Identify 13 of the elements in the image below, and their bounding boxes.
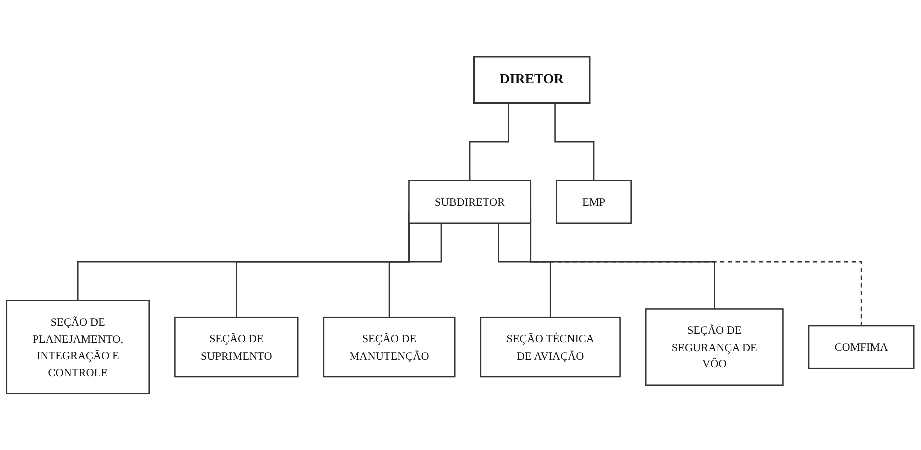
node-box: SEÇÃO DE MANUTENÇÃO	[323, 316, 456, 378]
node-box: EMP	[556, 180, 632, 224]
connector	[388, 223, 442, 318]
node-box: SEÇÃO TÉCNICA DE AVIAÇÃO	[480, 316, 621, 378]
node-box: SEÇÃO DE PLANEJAMENTO, INTEGRAÇÃO E CONTROLE	[6, 300, 150, 394]
connector	[554, 103, 595, 182]
node-box: SEÇÃO DE SUPRIMENTO	[174, 316, 299, 378]
node-box: SUBDIRETOR	[408, 180, 532, 224]
connector	[498, 223, 552, 318]
connector	[469, 103, 510, 182]
node-box: SEÇÃO DE SEGURANÇA DE VÔO	[645, 308, 784, 386]
node-box: DIRETOR	[473, 56, 591, 104]
node-box: COMFIMA	[808, 325, 915, 369]
